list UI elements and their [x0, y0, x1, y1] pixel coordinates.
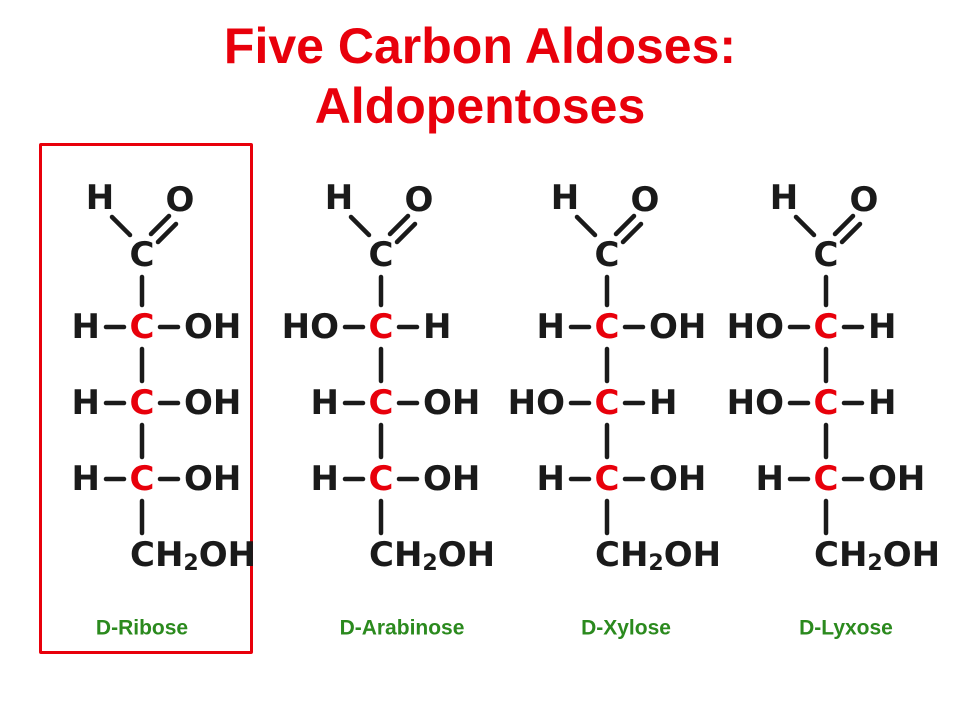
- aldehyde-carbon: C: [369, 235, 394, 275]
- aldehyde-double-bond-2: [839, 221, 863, 245]
- title-line-1: Five Carbon Aldoses:: [223, 18, 737, 74]
- substituent-h: H: [423, 307, 451, 347]
- terminal-ch: CH: [595, 535, 648, 575]
- terminal-ch2oh: CH2OH: [814, 535, 940, 576]
- label-d-arabinose: D-Arabinose: [340, 617, 465, 640]
- title-line-2: Aldopentoses: [314, 78, 646, 134]
- terminal-ch2oh: CH2OH: [595, 535, 721, 576]
- chiral-carbon: C: [814, 459, 839, 499]
- chiral-carbon: C: [595, 307, 620, 347]
- substituent-h: H: [868, 307, 896, 347]
- substituent-ho: HO: [727, 307, 784, 347]
- aldehyde-double-bond-1: [387, 213, 411, 237]
- page-title: Five Carbon Aldoses: Aldopentoses: [0, 16, 960, 136]
- terminal-oh: OH: [199, 535, 256, 575]
- terminal-ch2oh: CH2OH: [369, 535, 495, 576]
- aldehyde-oxygen: O: [850, 180, 879, 220]
- aldehyde-h-bond: [574, 214, 598, 238]
- terminal-oh: OH: [664, 535, 721, 575]
- substituent-ho: HO: [282, 307, 339, 347]
- aldehyde-hydrogen: H: [86, 178, 114, 218]
- substituent-oh: OH: [184, 383, 241, 423]
- aldehyde-double-bond-2: [155, 221, 179, 245]
- aldehyde-h-bond: [348, 214, 372, 238]
- terminal-ch: CH: [814, 535, 867, 575]
- aldehyde-double-bond-1: [832, 213, 856, 237]
- terminal-subscript: 2: [648, 551, 663, 576]
- substituent-h: H: [649, 383, 677, 423]
- aldehyde-carbon: C: [595, 235, 620, 275]
- aldehyde-carbon: C: [130, 235, 155, 275]
- substituent-h: H: [537, 307, 565, 347]
- terminal-ch: CH: [369, 535, 422, 575]
- aldehyde-h-bond: [793, 214, 817, 238]
- substituent-oh: OH: [868, 459, 925, 499]
- terminal-oh: OH: [438, 535, 495, 575]
- aldehyde-oxygen: O: [631, 180, 660, 220]
- aldehyde-h-bond: [109, 214, 133, 238]
- aldehyde-hydrogen: H: [325, 178, 353, 218]
- chiral-carbon: C: [130, 383, 155, 423]
- aldehyde-double-bond-1: [148, 213, 172, 237]
- substituent-h: H: [311, 459, 339, 499]
- label-d-ribose: D-Ribose: [96, 617, 188, 640]
- substituent-oh: OH: [184, 307, 241, 347]
- substituent-oh: OH: [649, 459, 706, 499]
- chiral-carbon: C: [130, 459, 155, 499]
- aldehyde-double-bond-1: [613, 213, 637, 237]
- chiral-carbon: C: [595, 459, 620, 499]
- aldehyde-oxygen: O: [166, 180, 195, 220]
- terminal-ch2oh: CH2OH: [130, 535, 256, 576]
- terminal-subscript: 2: [867, 551, 882, 576]
- substituent-h: H: [311, 383, 339, 423]
- chiral-carbon: C: [369, 459, 394, 499]
- terminal-subscript: 2: [183, 551, 198, 576]
- substituent-oh: OH: [649, 307, 706, 347]
- substituent-oh: OH: [184, 459, 241, 499]
- terminal-oh: OH: [883, 535, 940, 575]
- substituent-h: H: [72, 383, 100, 423]
- substituent-oh: OH: [423, 383, 480, 423]
- chiral-carbon: C: [595, 383, 620, 423]
- substituent-ho: HO: [508, 383, 565, 423]
- substituent-h: H: [537, 459, 565, 499]
- aldehyde-double-bond-2: [620, 221, 644, 245]
- terminal-subscript: 2: [422, 551, 437, 576]
- substituent-h: H: [72, 459, 100, 499]
- substituent-oh: OH: [423, 459, 480, 499]
- chiral-carbon: C: [814, 307, 839, 347]
- label-d-xylose: D-Xylose: [581, 617, 671, 640]
- substituent-ho: HO: [727, 383, 784, 423]
- chiral-carbon: C: [130, 307, 155, 347]
- aldehyde-hydrogen: H: [551, 178, 579, 218]
- aldehyde-oxygen: O: [405, 180, 434, 220]
- terminal-ch: CH: [130, 535, 183, 575]
- aldehyde-double-bond-2: [394, 221, 418, 245]
- chiral-carbon: C: [369, 307, 394, 347]
- highlight-box-d-ribose: [39, 143, 253, 654]
- aldehyde-hydrogen: H: [770, 178, 798, 218]
- substituent-h: H: [868, 383, 896, 423]
- aldehyde-carbon: C: [814, 235, 839, 275]
- substituent-h: H: [72, 307, 100, 347]
- substituent-h: H: [756, 459, 784, 499]
- chiral-carbon: C: [814, 383, 839, 423]
- chiral-carbon: C: [369, 383, 394, 423]
- label-d-lyxose: D-Lyxose: [799, 617, 893, 640]
